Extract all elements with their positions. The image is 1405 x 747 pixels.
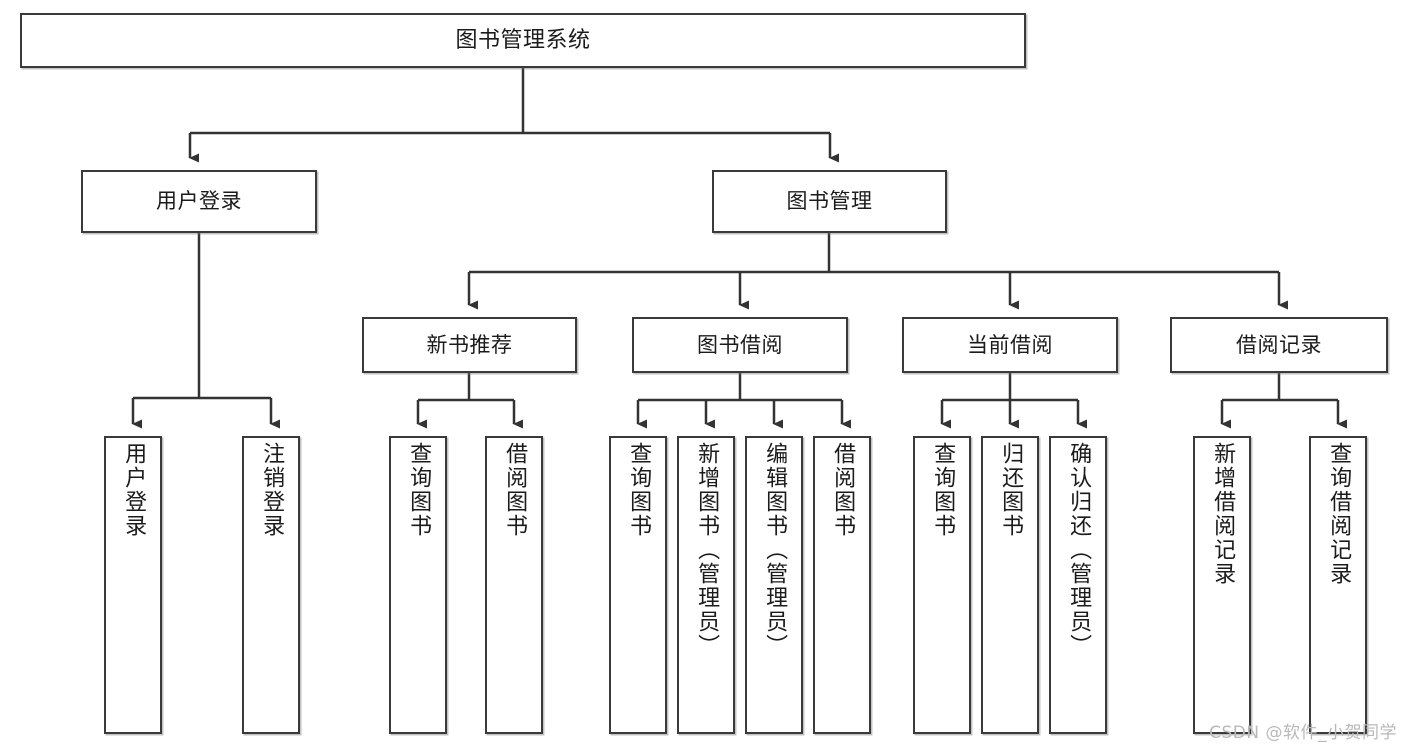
leaf-confirm-return-admin[interactable]: 确认归还（管理员） [1049, 436, 1107, 734]
node-label: 查询借阅记录 [1326, 442, 1352, 586]
leaf-return-book[interactable]: 归还图书 [981, 436, 1039, 734]
node-user-login[interactable]: 用户登录 [81, 170, 317, 233]
leaf-query-book-current[interactable]: 查询图书 [913, 436, 971, 734]
node-label: 查询图书 [930, 442, 956, 538]
node-label: 借阅记录 [1236, 332, 1322, 357]
leaf-add-book-admin[interactable]: 新增图书（管理员） [677, 436, 735, 734]
node-current-borrow[interactable]: 当前借阅 [902, 317, 1118, 373]
node-book-borrow[interactable]: 图书借阅 [632, 317, 848, 373]
node-label: 图书管理 [786, 189, 873, 214]
node-label: 借阅图书 [830, 442, 856, 538]
leaf-query-book-borrow[interactable]: 查询图书 [609, 436, 667, 734]
node-label: 图书管理系统 [455, 27, 591, 53]
leaf-user-login[interactable]: 用户登录 [104, 436, 162, 734]
node-label: 借阅图书 [502, 442, 528, 538]
node-label: 新增图书（管理员） [694, 442, 720, 658]
node-label: 用户登录 [156, 189, 242, 214]
node-new-book-recommend[interactable]: 新书推荐 [362, 317, 577, 373]
node-label: 新书推荐 [426, 332, 513, 357]
node-label: 用户登录 [121, 442, 147, 538]
node-label: 编辑图书（管理员） [762, 442, 788, 658]
node-label: 查询图书 [626, 442, 652, 538]
leaf-add-borrow-record[interactable]: 新增借阅记录 [1193, 436, 1251, 734]
node-label: 确认归还（管理员） [1066, 442, 1092, 658]
node-label: 当前借阅 [967, 332, 1053, 357]
leaf-borrow-book-recommend[interactable]: 借阅图书 [485, 436, 543, 734]
watermark: CSDN @软件_小贺同学 [1209, 723, 1397, 743]
node-label: 归还图书 [998, 442, 1024, 538]
node-label: 新增借阅记录 [1210, 442, 1236, 586]
leaf-query-book-recommend[interactable]: 查询图书 [389, 436, 447, 734]
node-borrow-record[interactable]: 借阅记录 [1170, 317, 1388, 373]
leaf-borrow-book[interactable]: 借阅图书 [813, 436, 871, 734]
node-label: 查询图书 [406, 442, 432, 538]
node-label: 图书借阅 [697, 332, 783, 357]
node-book-management[interactable]: 图书管理 [712, 170, 947, 233]
leaf-edit-book-admin[interactable]: 编辑图书（管理员） [745, 436, 803, 734]
node-label: 注销登录 [259, 442, 285, 538]
leaf-query-borrow-record[interactable]: 查询借阅记录 [1309, 436, 1367, 734]
leaf-logout-login[interactable]: 注销登录 [242, 436, 300, 734]
node-root-book-management-system[interactable]: 图书管理系统 [20, 13, 1026, 68]
